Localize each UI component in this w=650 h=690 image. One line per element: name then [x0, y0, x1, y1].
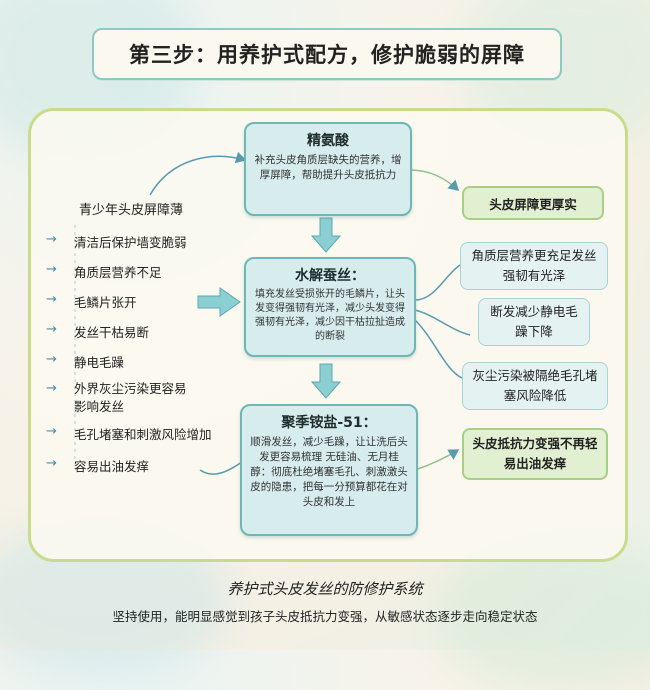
node-arginine-body: 补充头皮角质层缺失的营养，增厚屏障，帮助提升头皮抵抗力 — [254, 154, 402, 181]
arrow-icon: → — [46, 262, 57, 277]
left-heading: 青少年头皮屏障薄 — [78, 202, 183, 218]
left-item-4: → 发丝干枯易断 — [46, 322, 236, 341]
left-item-label: 静电毛躁 — [74, 355, 125, 370]
left-item-label: 角质层营养不足 — [74, 265, 162, 280]
left-item-label: 清洁后保护墙变脆弱 — [74, 235, 187, 250]
node-polyquaternium-body: 顺滑发丝，减少毛躁，让让洗后头发更容易梳理 无硅油、无月桂醇：彻底杜绝堵塞毛孔、… — [250, 436, 408, 508]
footer-subtitle: 坚持使用，能明显感觉到孩子头皮抵抗力变强，从敏感状态逐步走向稳定状态 — [112, 609, 538, 624]
left-item-2: → 角质层营养不足 — [46, 262, 236, 281]
arrow-icon: → — [46, 232, 57, 247]
connector-node3-to-right — [414, 449, 460, 471]
node-arginine: 精氨酸 补充头皮角质层缺失的营养，增厚屏障，帮助提升头皮抵抗力 — [244, 122, 412, 216]
left-item-label: 容易出油发痒 — [74, 459, 150, 474]
title-banner: 第三步：用养护式配方，修护脆弱的屏障 — [92, 28, 562, 80]
node-silk-heading: 水解蚕丝： — [295, 268, 365, 284]
left-item-8: → 容易出油发痒 — [46, 456, 236, 475]
arrow-icon: → — [46, 424, 57, 439]
connector-node1-to-right — [409, 169, 460, 192]
flow-arrow-1 — [310, 217, 342, 253]
left-item-label: 毛孔堵塞和刺激风险增加 — [74, 427, 212, 442]
node-polyquaternium: 聚季铵盐-51： 顺滑发丝，减少毛躁，让让洗后头发更容易梳理 无硅油、无月桂醇：… — [240, 404, 418, 536]
node-silk: 水解蚕丝： 填充发丝受损张开的毛鳞片，让头发变得强韧有光泽，减少头发变得强韧有光… — [244, 257, 416, 357]
left-item-5: → 静电毛躁 — [46, 352, 236, 371]
left-item-label: 外界灰尘污染更容易影响发丝 — [74, 381, 187, 414]
right-top-tag: 头皮屏障更厚实 — [462, 186, 604, 220]
right-item-3: 灰尘污染被隔绝毛孔堵塞风险降低 — [462, 362, 608, 410]
arrow-icon: → — [46, 456, 57, 471]
right-bottom-tag: 头皮抵抗力变强不再轻易出油发痒 — [462, 428, 608, 480]
arrow-icon: → — [46, 292, 57, 307]
flow-arrow-left — [197, 287, 241, 317]
arrow-icon: → — [46, 381, 57, 396]
footer-title: 养护式头皮发丝的防修护系统 — [227, 580, 423, 598]
left-item-6: → 外界灰尘污染更容易影响发丝 — [46, 380, 196, 416]
arrow-icon: → — [46, 322, 57, 337]
right-item-1: 角质层营养更充足发丝强韧有光泽 — [460, 242, 608, 290]
left-item-3: → 毛鳞片张开 — [46, 292, 236, 311]
connector-node2-right2 — [414, 309, 471, 336]
left-item-7: → 毛孔堵塞和刺激风险增加 — [46, 424, 246, 443]
connector-left-to-node1 — [149, 151, 247, 196]
connector-node2-right3 — [414, 319, 463, 379]
page-title: 第三步：用养护式配方，修护脆弱的屏障 — [129, 43, 525, 67]
right-item-2: 断发减少静电毛躁下降 — [478, 298, 590, 346]
left-item-label: 毛鳞片张开 — [74, 295, 137, 310]
node-arginine-heading: 精氨酸 — [307, 133, 349, 149]
arrow-icon: → — [46, 352, 57, 367]
connector-node2-right — [414, 264, 461, 301]
left-item-1: → 清洁后保护墙变脆弱 — [46, 232, 236, 251]
left-item-label: 发丝干枯易断 — [74, 325, 150, 340]
node-polyquaternium-heading: 聚季铵盐-51： — [281, 415, 377, 431]
flow-arrow-2 — [310, 363, 342, 399]
node-silk-body: 填充发丝受损张开的毛鳞片，让头发变得强韧有光泽，减少头发变得强韧有光泽，减少因干… — [255, 289, 405, 342]
